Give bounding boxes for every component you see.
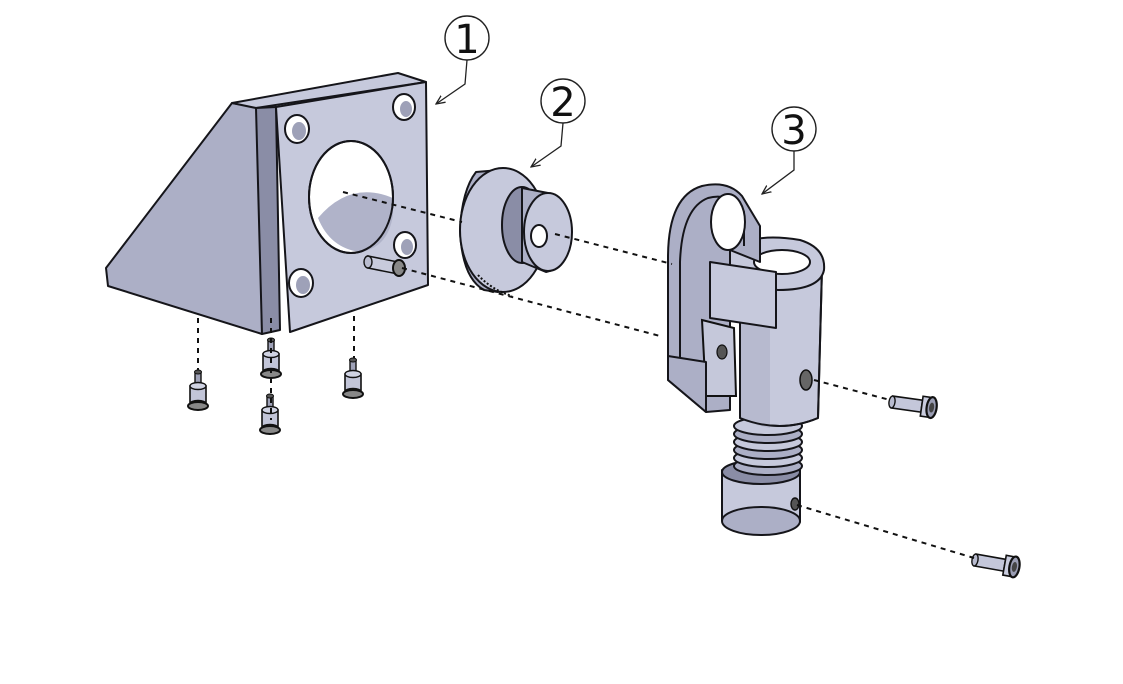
flange-hub-bore [530, 224, 548, 248]
assembly-line [342, 191, 463, 223]
balloon-label: 3 [781, 108, 806, 154]
assembly-line [401, 267, 661, 337]
balloon-3: 3 [762, 106, 817, 194]
clevis-block [709, 261, 777, 329]
bracket-mount-hole [288, 268, 314, 298]
top-lug-bore [753, 249, 811, 275]
bracket-center-bore [308, 140, 394, 254]
part-3-rod-end [667, 183, 826, 536]
bracket-screw [187, 369, 209, 411]
part-2-flange [459, 167, 573, 297]
coupling-set-screw-hole [790, 497, 800, 511]
assembly-line [813, 379, 891, 401]
assembly-line [796, 504, 975, 559]
bracket-screw [342, 357, 364, 399]
coupling-set-screw [969, 548, 1023, 580]
assembly-lines [197, 191, 975, 559]
assembly-line [554, 233, 673, 265]
balloon-label: 2 [550, 80, 575, 126]
balloon-2: 2 [531, 78, 586, 167]
flange-knurl [477, 274, 513, 297]
bracket-mount-hole [393, 231, 417, 259]
cylinder-cross-hole [799, 369, 813, 391]
balloon-1: 1 [436, 15, 490, 104]
bracket-mount-hole [392, 93, 416, 121]
balloon-label: 1 [454, 17, 479, 63]
clevis-eye-bore [710, 193, 746, 251]
bracket-locating-pin [363, 255, 406, 277]
slot-hole [716, 344, 728, 360]
flange-hub [523, 192, 573, 272]
bracket-gusset [105, 102, 263, 335]
bracket-plate-side [255, 106, 281, 335]
clevis-cross-screw [886, 390, 940, 420]
bracket-mount-hole [284, 114, 310, 144]
part-1-bracket [105, 72, 429, 335]
